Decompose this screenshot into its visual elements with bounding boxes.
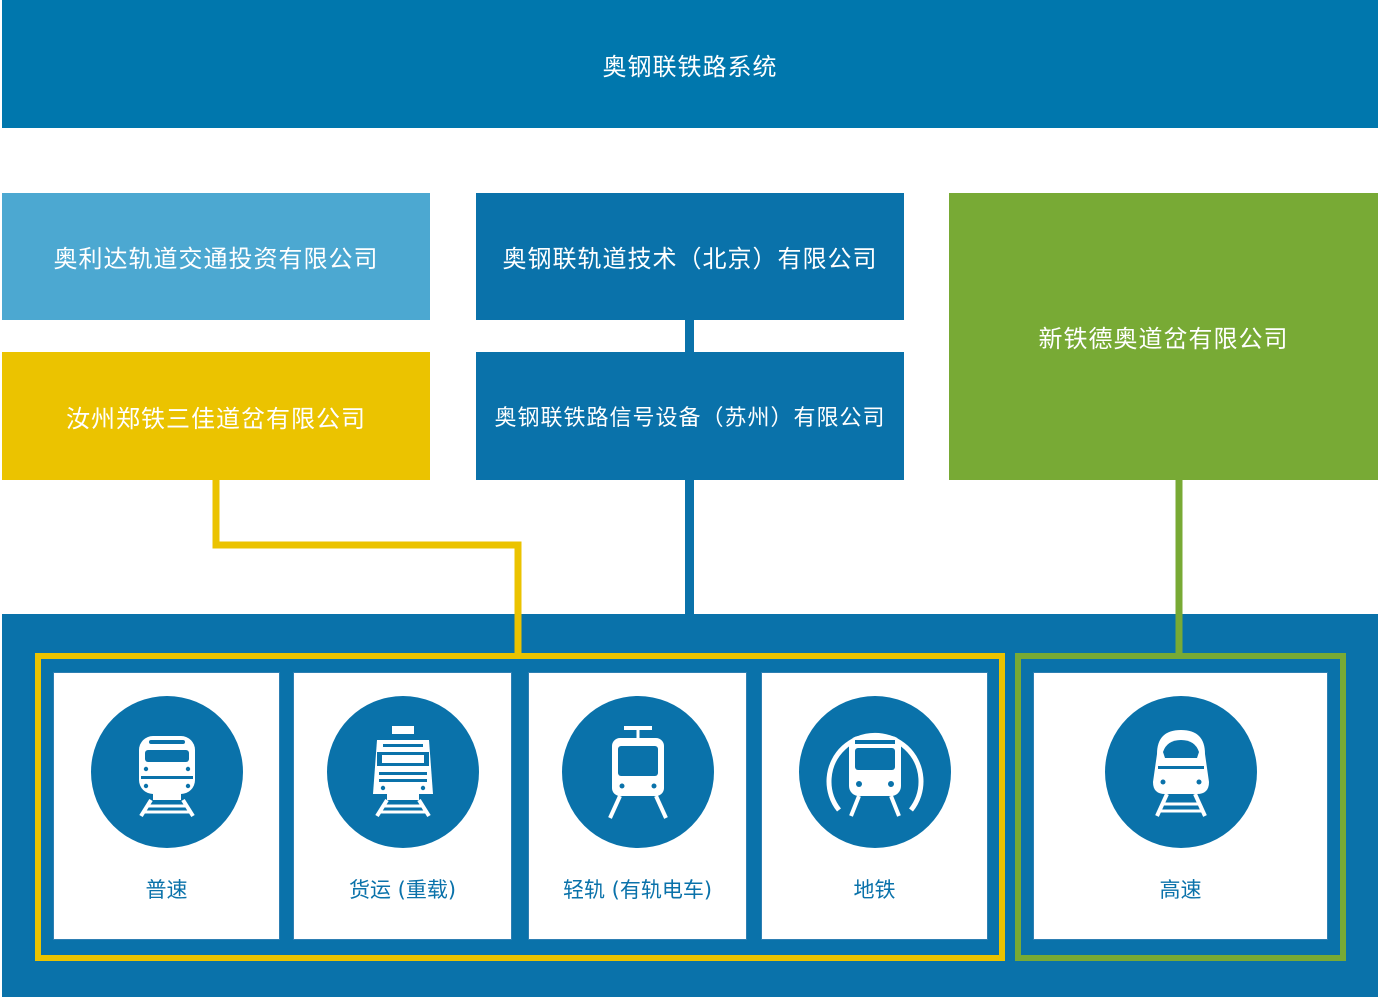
category-card-freight: 货运 (重载)	[293, 672, 512, 940]
system-title-banner: 奥钢联铁路系统	[2, 0, 1378, 128]
category-card-conventional: 普速	[53, 672, 280, 940]
company-name-xintiede: 新铁德奥道岔有限公司	[1038, 325, 1289, 353]
category-label-high-speed: 高速	[1159, 878, 1202, 902]
high-speed-train-icon	[1152, 730, 1209, 817]
category-icon-circle	[326, 696, 479, 848]
passenger-train-icon	[138, 736, 195, 818]
category-icon-circle	[561, 696, 714, 848]
connector-ruzhou-group	[212, 480, 522, 655]
tram-icon	[607, 726, 668, 819]
company-box-ruzhou: 汝州郑铁三佳道岔有限公司	[2, 352, 430, 480]
company-name-ruzhou: 汝州郑铁三佳道岔有限公司	[66, 404, 366, 433]
company-box-suzhou: 奥钢联铁路信号设备（苏州）有限公司	[476, 352, 904, 480]
category-card-high-speed: 高速	[1033, 672, 1328, 940]
category-card-light-rail: 轻轨 (有轨电车)	[528, 672, 747, 940]
category-label-conventional: 普速	[145, 878, 188, 902]
connector-beijing-suzhou	[685, 320, 694, 352]
company-name-beijing: 奥钢联轨道技术（北京）有限公司	[502, 245, 878, 273]
high-speed-group-frame	[1015, 653, 1346, 961]
category-icon-circle	[798, 696, 951, 848]
system-title: 奥钢联铁路系统	[602, 52, 778, 81]
category-icon-circle	[1104, 696, 1257, 848]
company-box-beijing: 奥钢联轨道技术（北京）有限公司	[476, 193, 904, 320]
connector-suzhou-panel	[685, 480, 694, 614]
category-label-freight: 货运 (重载)	[348, 878, 457, 902]
metro-icon	[826, 732, 923, 817]
company-box-aolida: 奥利达轨道交通投资有限公司	[2, 193, 430, 320]
conventional-group-frame	[35, 653, 1005, 961]
company-name-suzhou: 奥钢联铁路信号设备（苏州）有限公司	[494, 406, 886, 431]
company-name-aolida: 奥利达轨道交通投资有限公司	[53, 245, 379, 273]
category-card-metro: 地铁	[761, 672, 988, 940]
category-label-metro: 地铁	[853, 878, 896, 902]
category-icon-circle	[90, 696, 243, 848]
freight-locomotive-icon	[372, 726, 433, 818]
company-box-xintiede: 新铁德奥道岔有限公司	[949, 193, 1378, 480]
category-label-light-rail: 轻轨 (有轨电车)	[562, 878, 713, 902]
